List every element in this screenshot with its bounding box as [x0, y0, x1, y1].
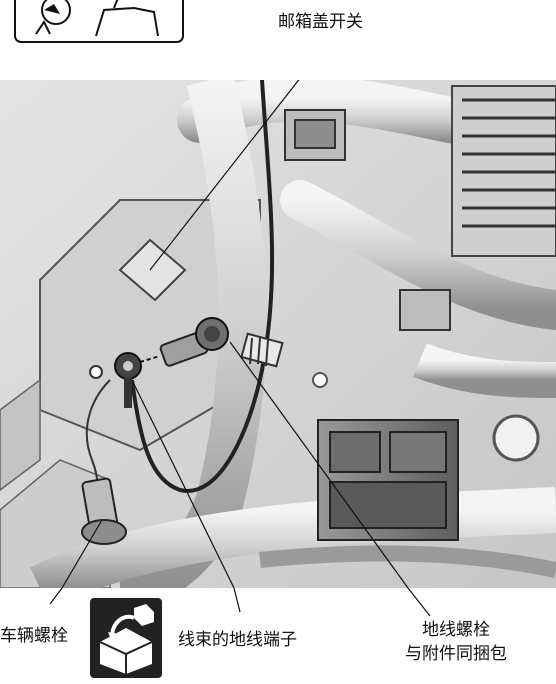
harness-ground-terminal-label: 线束的地线端子: [178, 630, 297, 650]
ground-bolt-label: 地线螺栓 与附件同捆包: [376, 618, 536, 666]
vehicle-bolt-label: 车辆螺栓: [0, 626, 68, 646]
ground-bolt-label-line1: 地线螺栓: [376, 618, 536, 642]
connector-mid: [400, 290, 450, 330]
ground-bolt-label-line2: 与附件同捆包: [376, 642, 536, 666]
mailbox-cover-switch-label: 邮箱盖开关: [278, 12, 363, 32]
connector-top: [285, 110, 345, 160]
accessory-box-icon: [90, 598, 162, 678]
fuse-block-grille: [452, 86, 556, 256]
vehicle-location-inset-icon: [14, 0, 184, 44]
bolt-hole: [90, 366, 102, 378]
hole-right: [494, 416, 538, 460]
hose-right: [420, 360, 556, 380]
hole-small: [313, 373, 327, 387]
engine-bay-diagram: [0, 80, 556, 588]
connector-bottom: [318, 420, 458, 540]
